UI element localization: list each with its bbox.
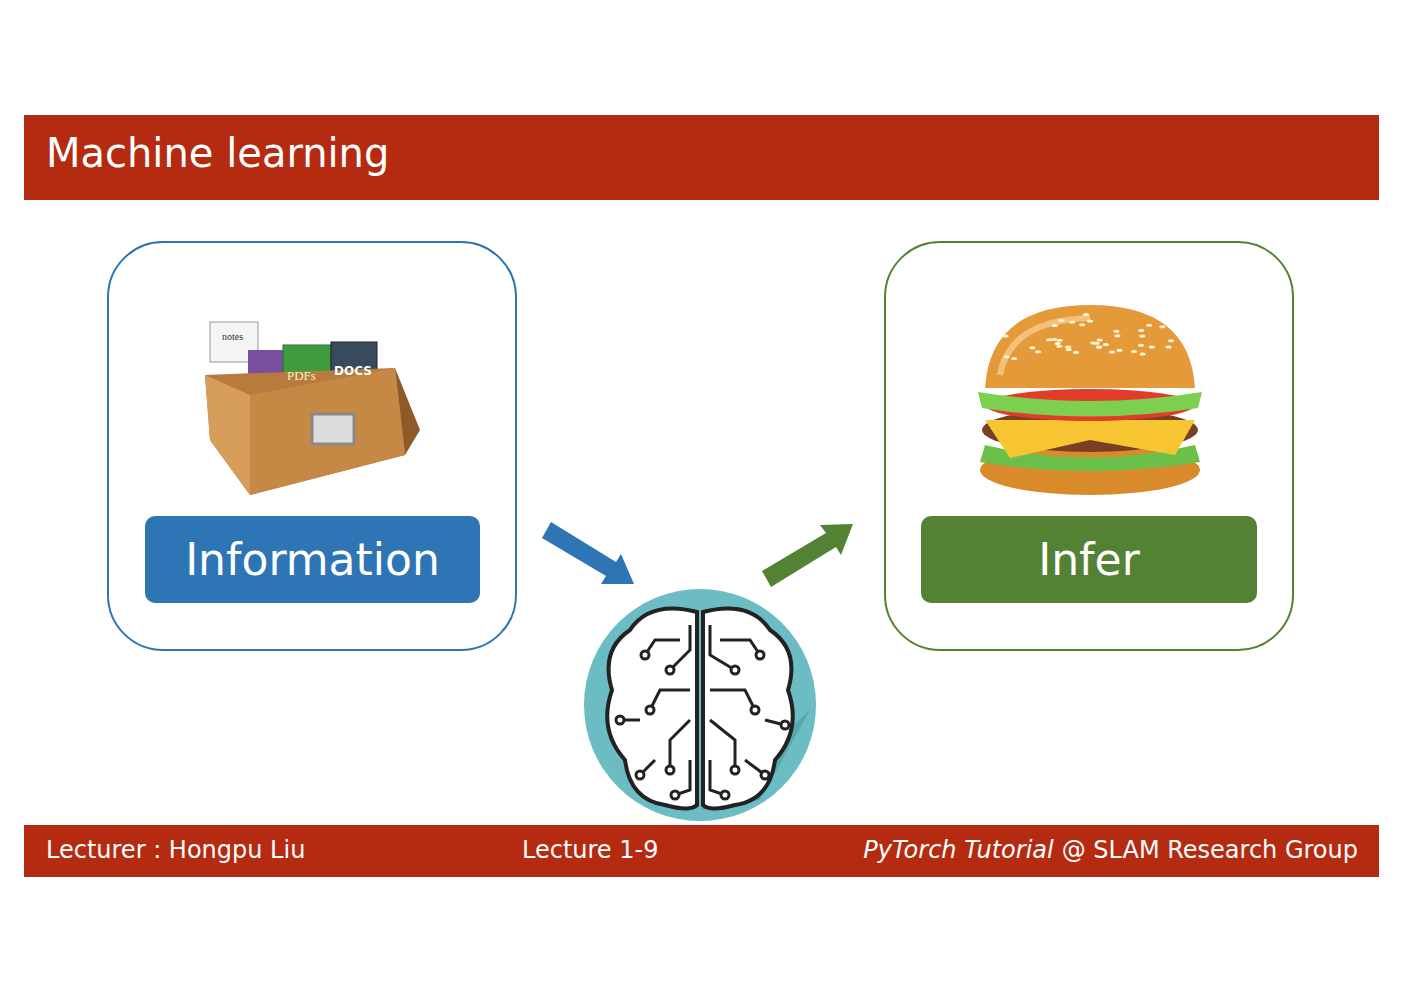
footer-text: Lecture 1-9 bbox=[522, 836, 658, 864]
input-arrow bbox=[542, 522, 634, 584]
title-bar bbox=[24, 115, 1379, 200]
icon-label: PDFs bbox=[287, 368, 316, 384]
pill-box: Information bbox=[145, 516, 480, 603]
icon-label: DOCS bbox=[334, 364, 372, 378]
brain-icon bbox=[584, 589, 816, 821]
burger-icon bbox=[978, 305, 1202, 495]
box-label: Infer bbox=[1038, 534, 1140, 585]
footer-text: PyTorch Tutorial bbox=[863, 836, 1053, 864]
infer-panel bbox=[885, 242, 1293, 650]
footer-bar bbox=[24, 825, 1379, 877]
footer-text: Lecturer : Hongpu Liu bbox=[46, 836, 305, 864]
info-panel bbox=[108, 242, 516, 650]
pill-box: Infer bbox=[921, 516, 1257, 603]
icon-label: notes bbox=[222, 331, 243, 342]
output-arrow bbox=[762, 524, 853, 587]
footer-text: @ SLAM Research Group bbox=[1062, 836, 1358, 864]
file-box-icon bbox=[205, 322, 420, 495]
slide-title: Machine learning bbox=[46, 130, 389, 176]
box-label: Information bbox=[185, 534, 440, 585]
